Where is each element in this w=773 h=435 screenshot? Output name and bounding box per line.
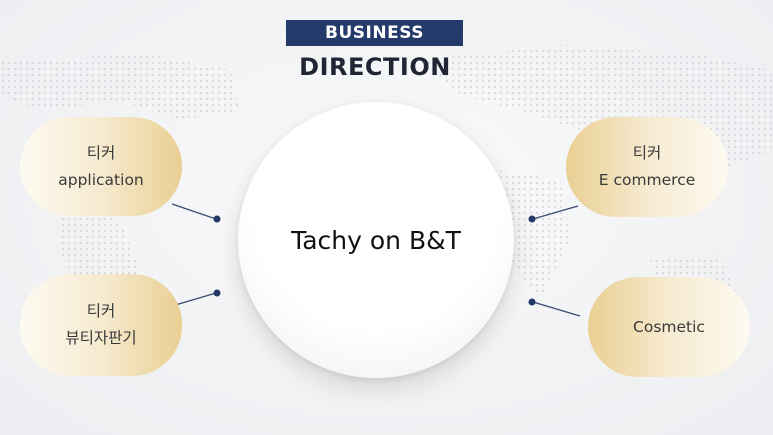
connector-top-left [171,203,217,220]
node-application-line1: 티커 [86,143,116,162]
center-circle: Tachy on B&T [238,102,514,378]
page-title: DIRECTION [299,53,451,81]
connector-dot-top-left [213,215,221,223]
header-badge: BUSINESS [286,20,463,46]
node-ecommerce-line1: 티커 [632,144,662,162]
node-application-line2: application [58,170,144,189]
node-application: 티커 application [20,117,182,216]
node-cosmetic-line1: Cosmetic [633,317,705,336]
node-beauty-vending-line1: 티커 [86,302,116,320]
node-beauty-vending: 티커 뷰티자판기 [20,274,182,376]
node-ecommerce: 티커 E commerce [566,117,728,217]
node-ecommerce-line2: E commerce [598,171,696,189]
connector-dot-bottom-left [213,289,221,297]
connector-bottom-right [532,301,581,317]
connector-bottom-left [171,292,217,307]
connector-dot-top-right [528,215,536,223]
node-beauty-vending-line2: 뷰티자판기 [65,329,137,347]
node-cosmetic: Cosmetic [588,277,750,377]
center-label: Tachy on B&T [291,225,461,255]
connector-top-right [532,205,579,220]
connector-dot-bottom-right [528,298,536,306]
